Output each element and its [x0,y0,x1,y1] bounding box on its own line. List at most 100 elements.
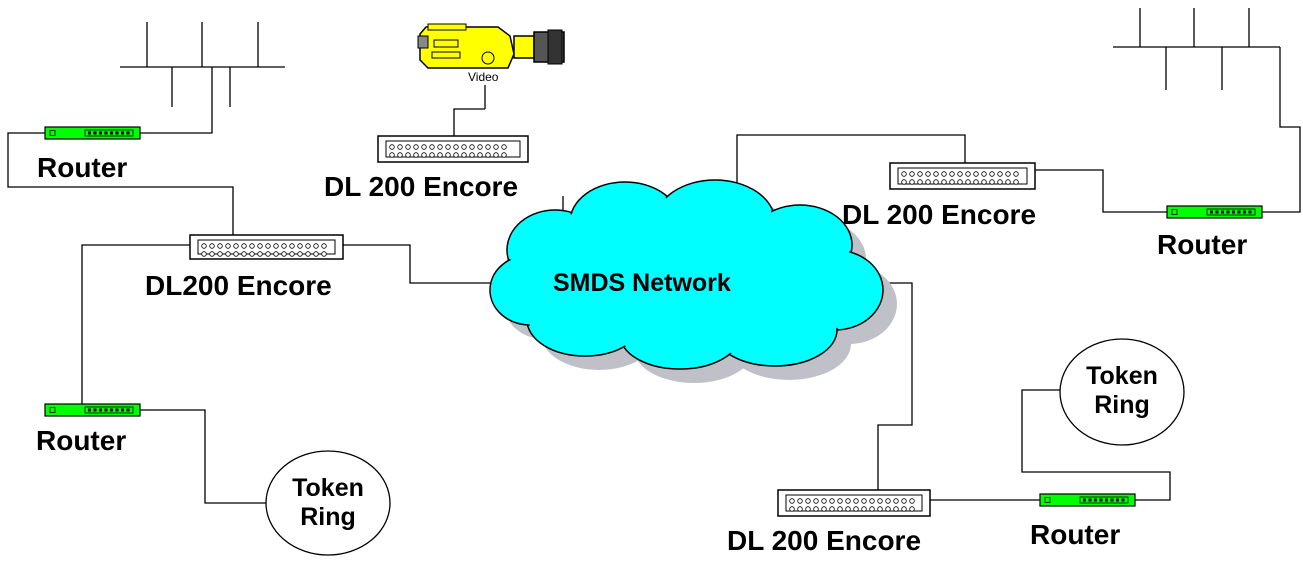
encore-label-right: DL 200 Encore [842,199,1037,230]
encore-port-dot [265,251,271,257]
encore-port-dot [257,243,263,249]
router-device-bottom-left[interactable] [44,403,141,417]
encore-port-dot [413,144,419,150]
encore-port-dot [877,498,883,504]
encore-port-dot [421,152,427,158]
encore-device-left[interactable] [189,234,344,260]
encore-port-dot [965,171,971,177]
encore-port-dot [837,506,843,512]
encore-port-dot [901,179,907,185]
router-port [88,408,91,412]
encore-port-dot [821,506,827,512]
encore-port-dot [241,251,247,257]
encore-port-dot [957,179,963,185]
encore-port-dot [941,179,947,185]
encore-port-dot [297,243,303,249]
encore-port-dot [901,506,907,512]
encore-port-dot [405,152,411,158]
encore-port-dot [233,243,239,249]
router-port [115,408,119,412]
router-port [1088,498,1092,502]
encore-port-dot [429,152,435,158]
encore-port-dot [909,171,915,177]
router-port [1226,210,1230,214]
encore-device-bottom[interactable] [777,489,931,517]
router-port [1248,210,1252,214]
router-device-top-left[interactable] [44,126,141,140]
encore-port-dot [485,144,491,150]
encore-port-dot [305,243,311,249]
encore-port-dot [397,144,403,150]
encore-port-dot [981,171,987,177]
router-port [1210,210,1213,214]
encore-port-dot [201,243,207,249]
connection-lines [7,8,1301,504]
router-port [1232,210,1235,214]
encore-port-dot [437,152,443,158]
router-port [1083,498,1086,502]
encore-port-dot [853,506,859,512]
encore-port-dot [389,144,395,150]
encore-label-bottom: DL 200 Encore [727,525,922,556]
encore-port-dot [789,506,795,512]
encore-port-dot [909,498,915,504]
token-ring-right[interactable] [1059,338,1185,446]
encore-port-dot [917,179,923,185]
encore-port-dot [265,243,271,249]
router-device-bottom-right[interactable] [1039,493,1136,507]
router-port [93,131,97,135]
encore-port-dot [973,179,979,185]
encore-port-dot [925,171,931,177]
encore-port-dot [821,498,827,504]
router-port [121,408,124,412]
encore-port-dot [421,144,427,150]
router-device-top-right[interactable] [1166,205,1263,219]
encore-port-dot [925,179,931,185]
router-port [1105,498,1108,502]
encore-port-dot [389,152,395,158]
encore-port-dot [273,243,279,249]
encore-port-dot [853,498,859,504]
encore-port-dot [501,152,507,158]
encore-port-dot [469,152,475,158]
encore-port-dot [493,152,499,158]
encore-port-dot [209,251,215,257]
video-camera-icon[interactable] [417,23,565,69]
router-port [126,131,130,135]
encore-port-dot [893,506,899,512]
video-label: Video [468,70,499,84]
encore-port-dot [933,171,939,177]
encore-port-dot [445,152,451,158]
encore-port-dot [469,144,475,150]
encore-port-dot [877,506,883,512]
encore-label-left: DL200 Encore [145,270,332,301]
encore-port-dot [281,251,287,257]
encore-port-dot [217,243,223,249]
smds-cloud[interactable] [489,179,897,383]
token-ring-bottom-left[interactable] [265,450,391,556]
encore-port-dot [965,179,971,185]
encore-port-dot [901,171,907,177]
encore-port-dot [861,498,867,504]
encore-port-dot [933,179,939,185]
encore-port-dot [909,506,915,512]
encore-device-right[interactable] [889,162,1036,190]
encore-port-dot [493,144,499,150]
router-label-bottom-right: Router [1030,519,1121,550]
encore-port-dot [1005,171,1011,177]
encore-port-dot [941,171,947,177]
router-label-top-left: Router [37,152,128,183]
encore-port-dot [805,506,811,512]
encore-device-top-center[interactable] [377,135,529,163]
encore-port-dot [845,506,851,512]
encore-port-dot [837,498,843,504]
encore-port-dot [225,243,231,249]
encore-port-dot [225,251,231,257]
encore-port-dot [1013,171,1019,177]
encore-port-dot [949,171,955,177]
encore-port-dot [321,251,327,257]
encore-port-dot [477,152,483,158]
router-led [1044,497,1051,503]
